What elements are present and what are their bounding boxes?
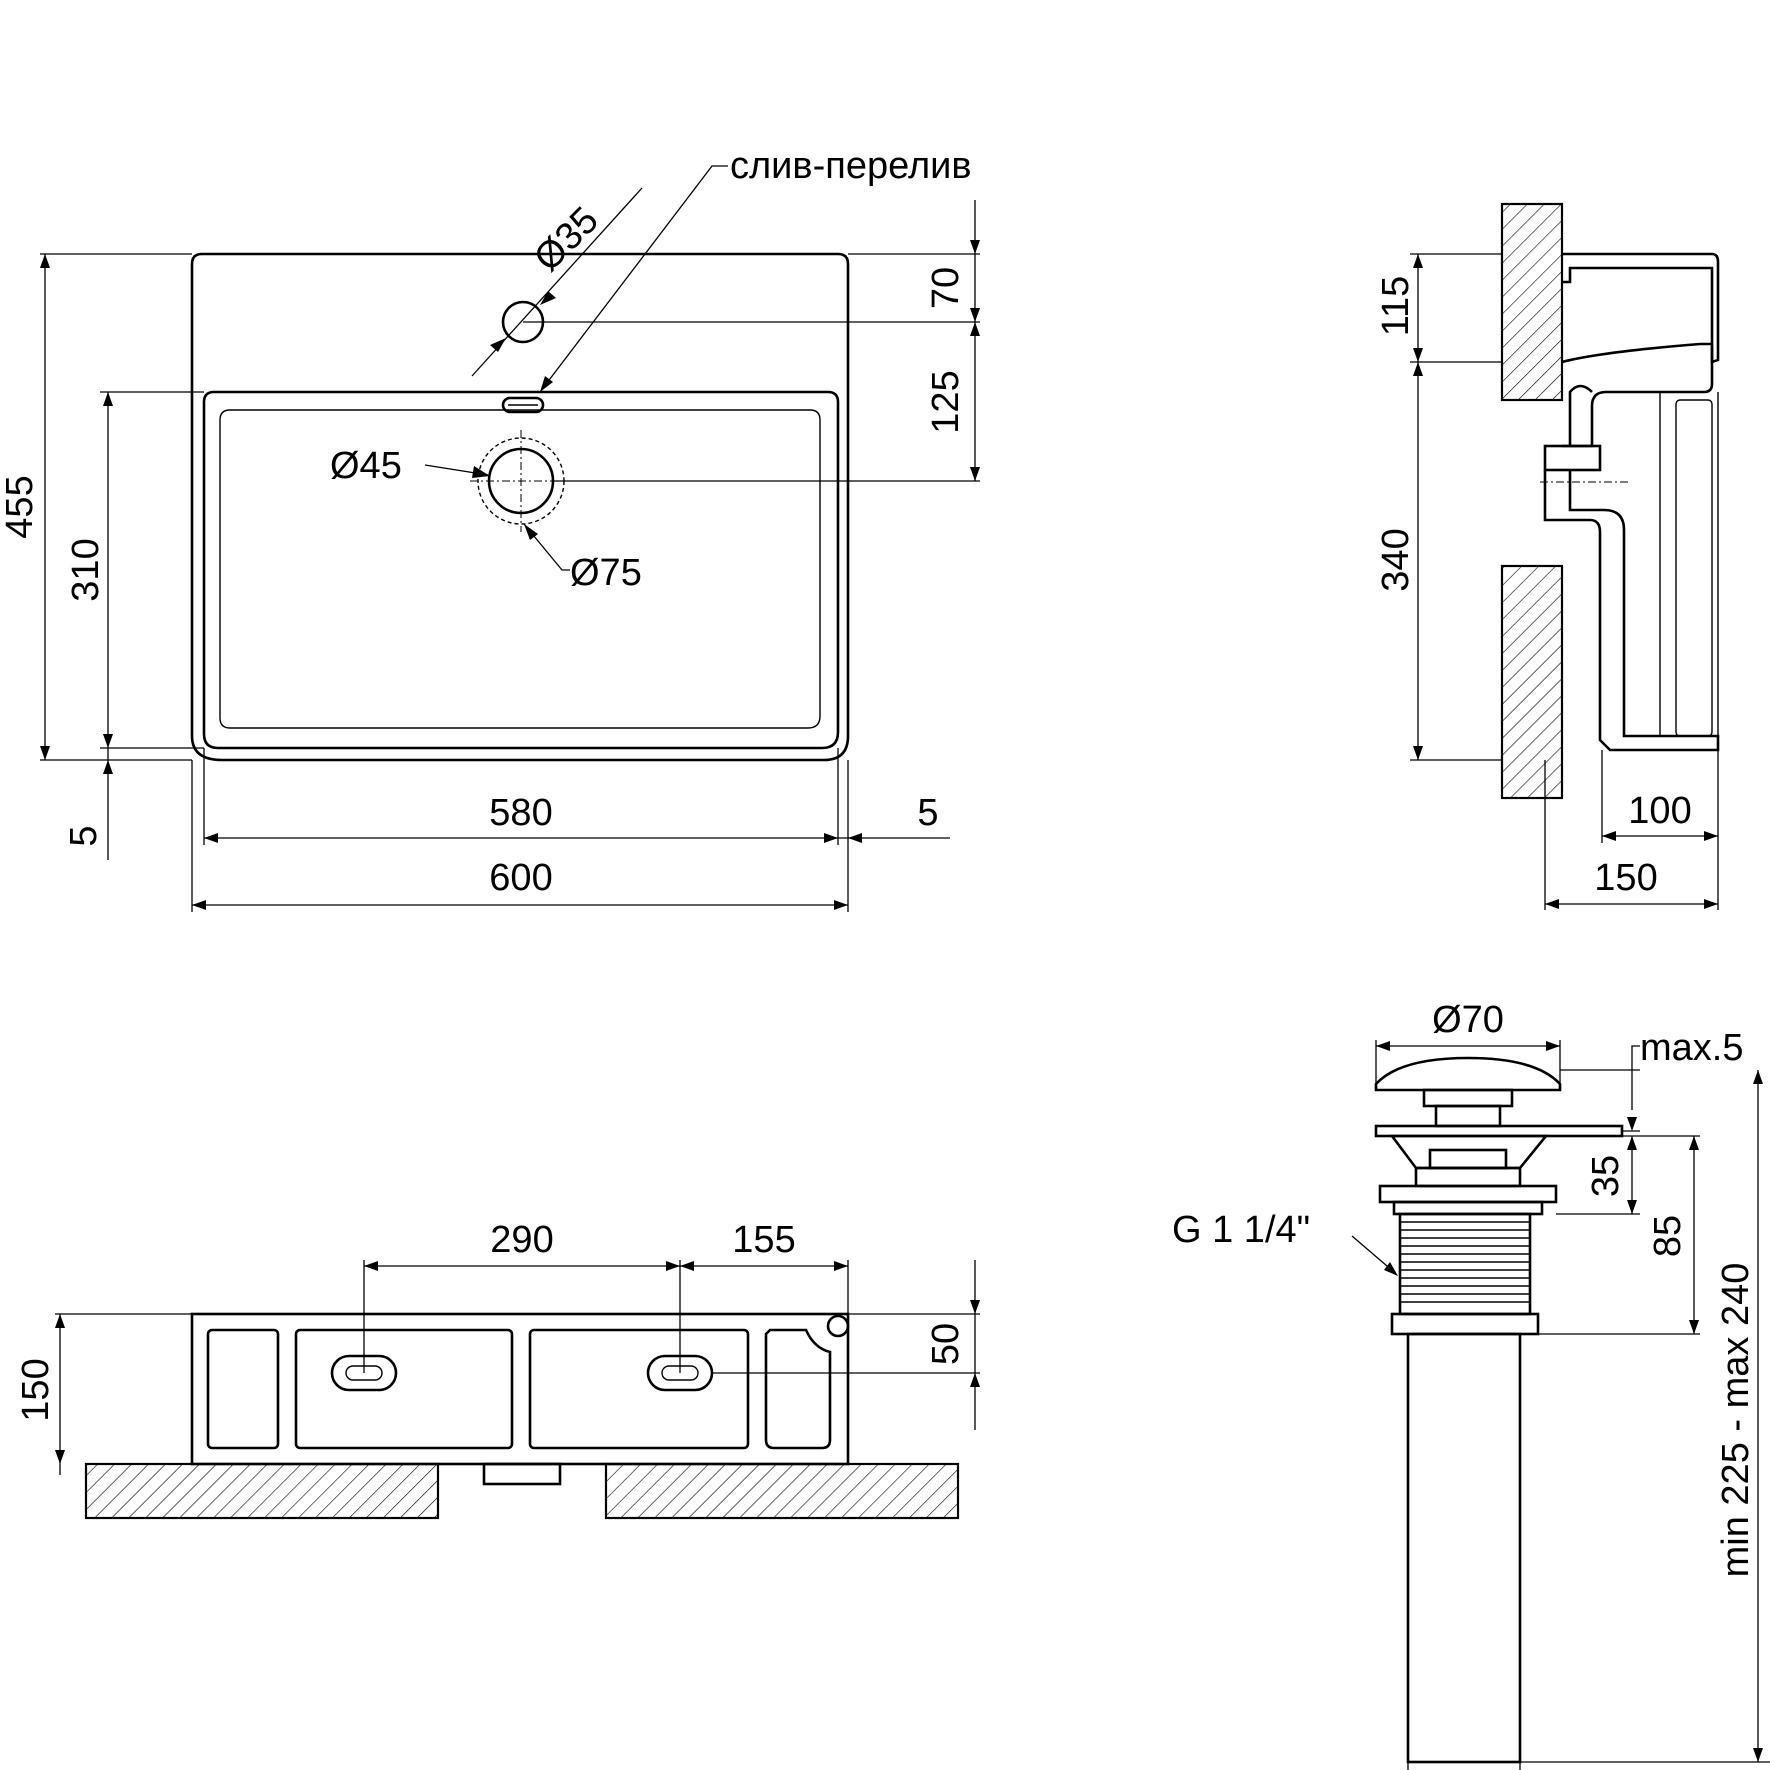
- dim-rim-side: 5: [917, 792, 938, 834]
- valve-length-range: min 225 - max 240: [1715, 1263, 1757, 1578]
- valve-thread: G 1 1/4": [1172, 1209, 1310, 1251]
- dim-front-height: 150: [15, 1358, 57, 1421]
- dim-side-top: 115: [1375, 276, 1417, 337]
- thread-lines: [1400, 1221, 1530, 1303]
- tap-hole-label: Ø35: [526, 199, 606, 279]
- drain-ring-label: Ø75: [570, 552, 642, 594]
- dim-tap-offset: 70: [925, 267, 967, 309]
- valve-tail-pipe: [1406, 1332, 1522, 1764]
- basin-outline: [190, 252, 850, 762]
- bowl-outline: [202, 390, 840, 750]
- dim-edge-offset: 155: [732, 1219, 795, 1261]
- front-outline: [190, 1312, 850, 1466]
- dim-total-width: 600: [489, 857, 552, 899]
- overflow-hole-front: [826, 1314, 850, 1338]
- wall-upper: [1500, 202, 1564, 402]
- basin-side-panel: [1675, 399, 1713, 737]
- support-right: [604, 1462, 960, 1520]
- front-view: 290 155 50 150: [15, 1219, 980, 1520]
- valve-cap-gap: max.5: [1640, 1027, 1743, 1069]
- overflow-label: слив-перелив: [730, 145, 972, 187]
- bowl-inner-outline: [219, 409, 821, 729]
- basin-profile: [1562, 252, 1720, 364]
- dim-total-depth: 455: [0, 475, 41, 538]
- dim-side-inner: 100: [1628, 790, 1691, 832]
- drain-valve-view: Ø70 max.5 35 85 min 225 - max 240 G 1 1/…: [1172, 999, 1770, 1770]
- dim-side-height: 340: [1375, 528, 1417, 591]
- valve-cap: [1374, 1056, 1562, 1092]
- dim-rim-bottom: 5: [63, 825, 105, 846]
- top-view: Ø35 слив-перелив Ø45 Ø75 70 125: [0, 145, 980, 912]
- dim-bowl-width: 580: [489, 792, 552, 834]
- valve-threaded-body: [1398, 1212, 1532, 1316]
- dim-mount-height: 50: [925, 1323, 967, 1365]
- side-section-view: 115 340 100 150: [1375, 202, 1720, 910]
- valve-flange: [1374, 1124, 1624, 1138]
- valve-dim-body: 85: [1647, 1215, 1689, 1257]
- dim-bowl-depth: 310: [65, 538, 107, 601]
- valve-dim-flange: 35: [1585, 1155, 1627, 1197]
- dim-mount-spacing: 290: [490, 1219, 553, 1261]
- valve-cap-diameter: Ø70: [1432, 999, 1504, 1041]
- wall-lower: [1500, 564, 1564, 800]
- drain-hole-label: Ø45: [330, 445, 402, 487]
- dim-side-depth: 150: [1594, 857, 1657, 899]
- support-left: [84, 1462, 440, 1520]
- dim-drain-offset: 125: [925, 370, 967, 433]
- overflow-slot: [501, 396, 545, 414]
